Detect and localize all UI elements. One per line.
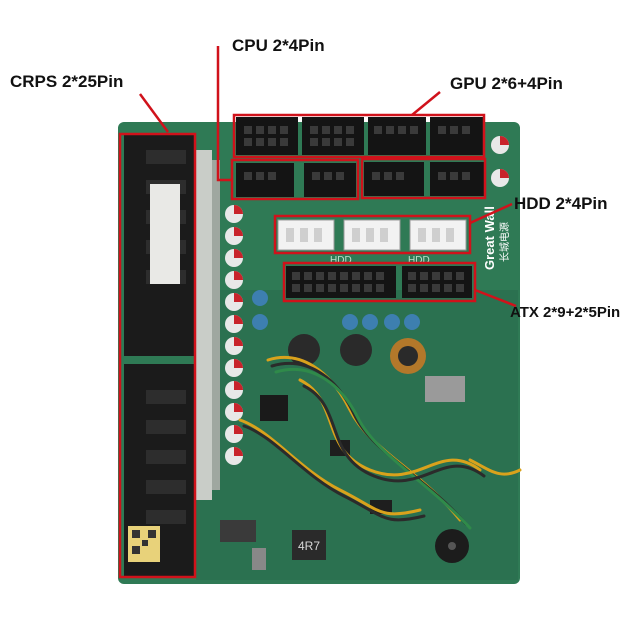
- gpu-label: GPU 2*6+4Pin: [450, 74, 563, 93]
- capacitor-column: [225, 136, 509, 465]
- crps-connector-group: [124, 134, 194, 576]
- crps-highlight: [118, 132, 197, 579]
- atx-highlight: [282, 261, 477, 303]
- hdd-highlight: [273, 214, 472, 255]
- highlight-boxes: [118, 113, 487, 579]
- silk-hdd-text-2: HDD: [408, 255, 430, 266]
- brand-cn-text: 长城电源: [498, 222, 511, 262]
- wire-harness: [238, 355, 522, 530]
- gpu-highlight-top: [232, 113, 486, 159]
- crps-label-sticker: [150, 184, 180, 284]
- silk-hdd-text: HDD: [330, 255, 352, 266]
- atx-connectors: [286, 266, 472, 298]
- hdd-connectors: [277, 219, 467, 251]
- silk-inductor-text: 4R7: [298, 539, 320, 553]
- components: 4R7: [220, 334, 469, 570]
- brand-text: Great Wall: [482, 206, 497, 270]
- crps-label: CRPS 2*25Pin: [10, 72, 124, 91]
- leader-lines: [138, 46, 517, 308]
- gpu-highlight-bottom: [360, 157, 487, 200]
- hdd-label: HDD 2*4Pin: [514, 194, 608, 213]
- gpu-connectors: [236, 117, 484, 196]
- atx-label: ATX 2*9+2*5Pin: [510, 304, 621, 321]
- heatsink-strip: [196, 150, 212, 500]
- cpu-label: CPU 2*4Pin: [232, 36, 325, 55]
